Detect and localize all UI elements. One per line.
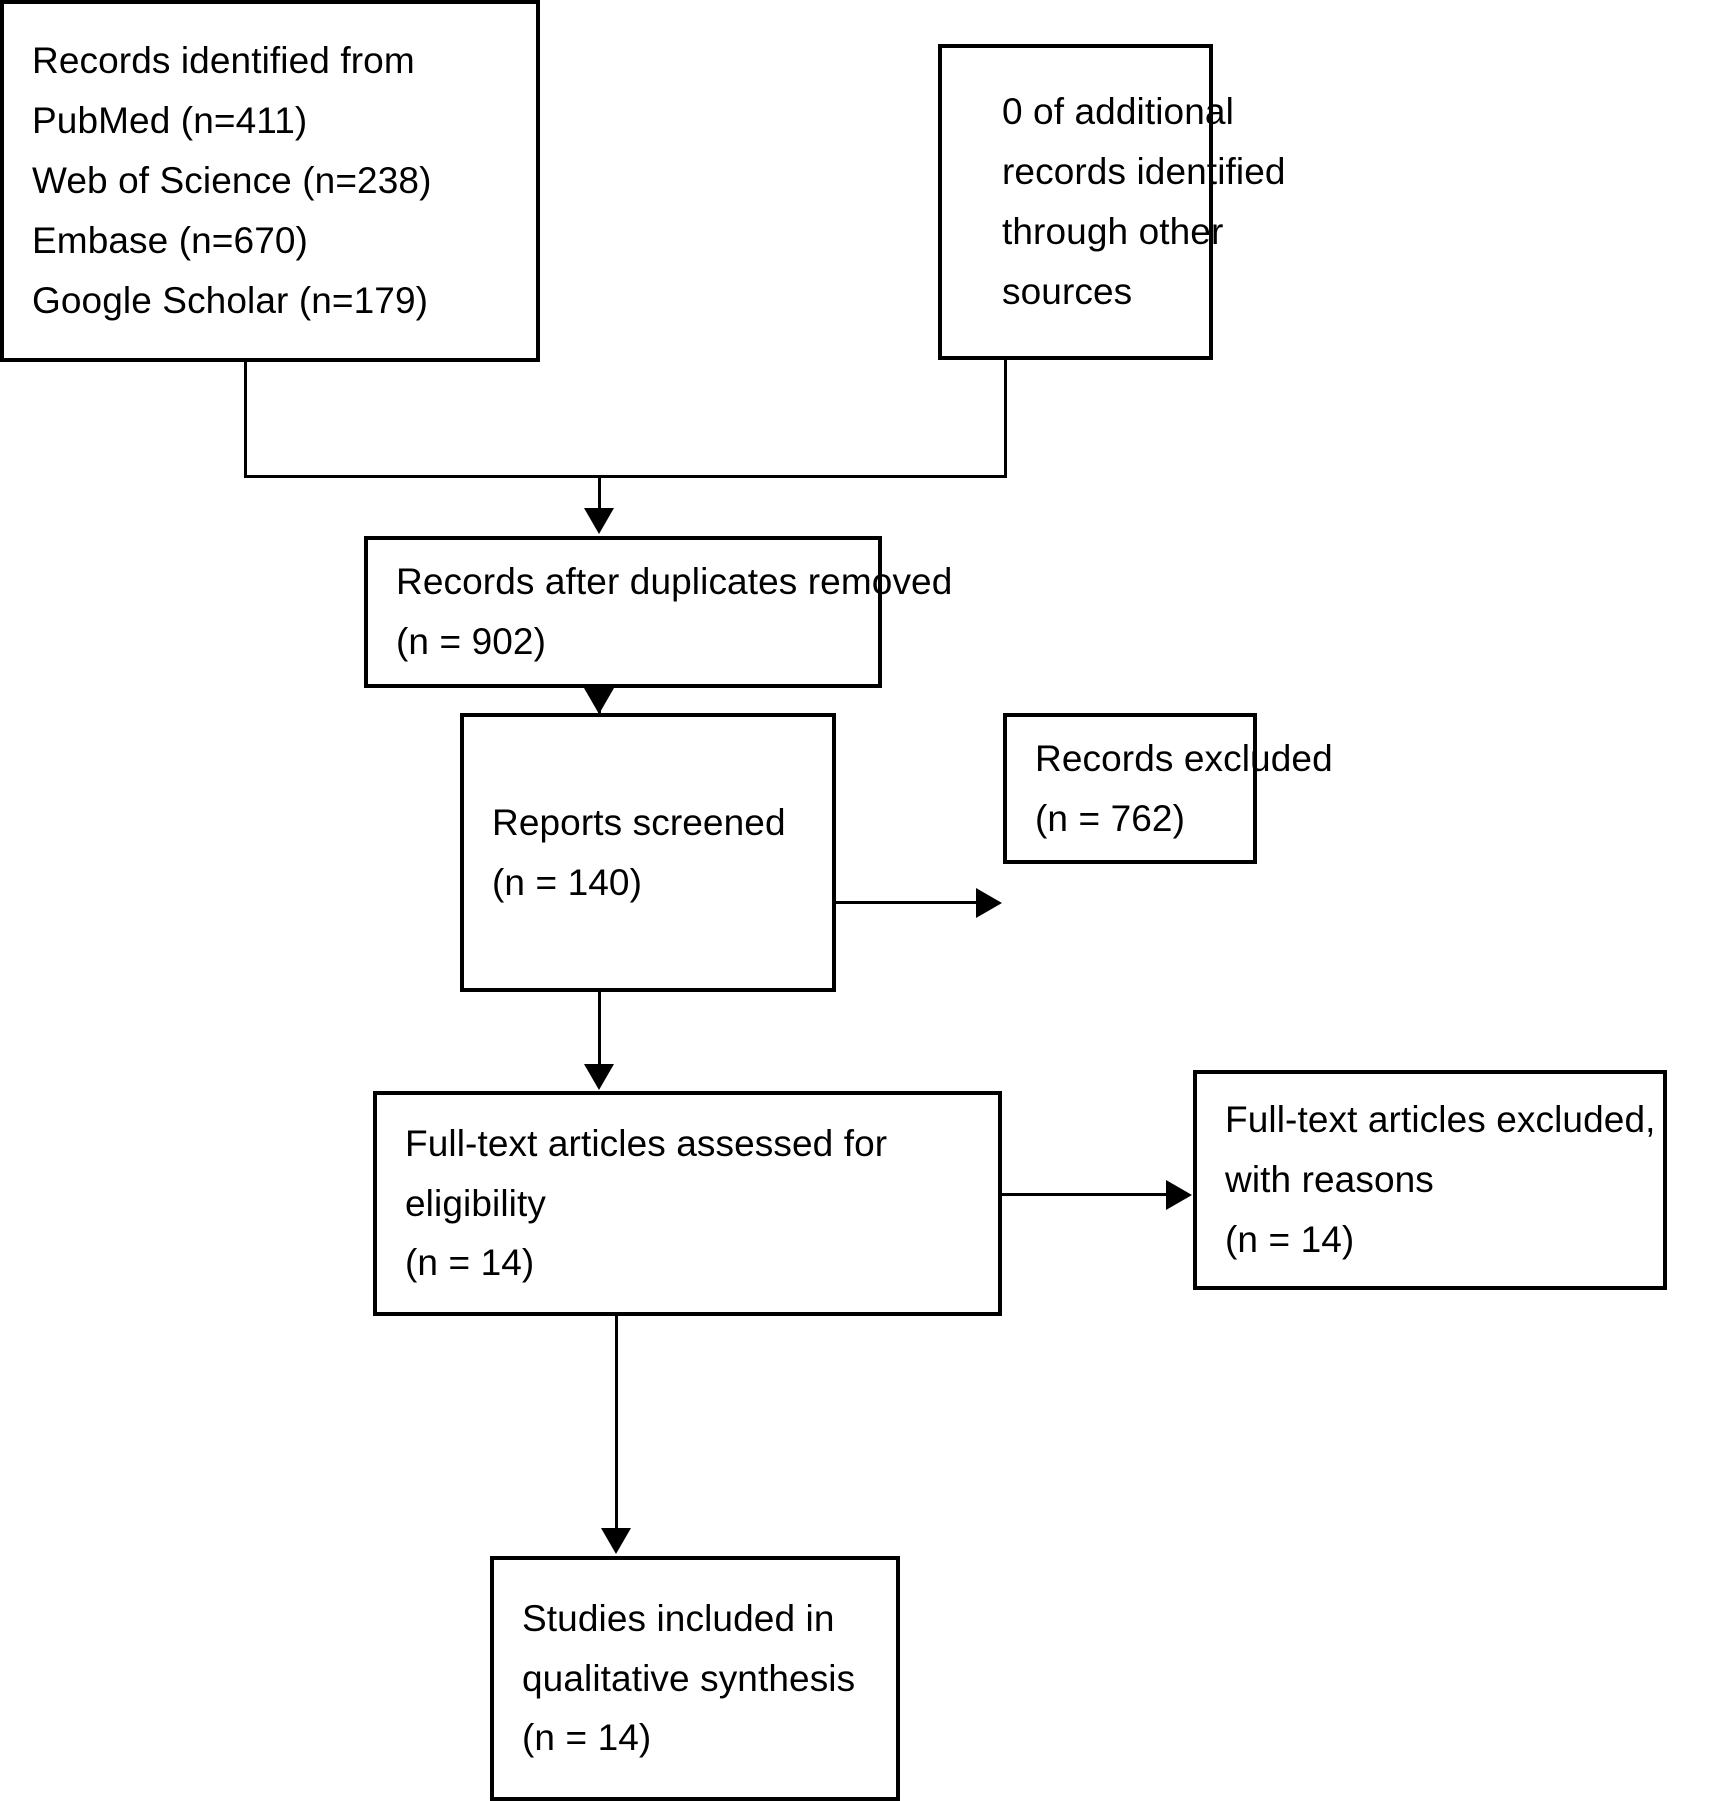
- arrow-down-icon: [584, 688, 614, 714]
- node-line: eligibility: [405, 1182, 546, 1224]
- connector-screened-to-fulltext: [598, 992, 601, 1066]
- node-line: sources: [1002, 270, 1133, 312]
- arrow-right-icon: [1166, 1180, 1192, 1210]
- connector-merge-horizontal: [244, 475, 1007, 478]
- node-additional-records-other-sources: 0 of additional records identified throu…: [938, 44, 1286, 360]
- node-line: (n = 14): [1225, 1218, 1355, 1260]
- node-line: PubMed (n=411): [32, 100, 308, 142]
- node-line: through other: [1002, 211, 1224, 252]
- node-line: Records identified from: [32, 40, 415, 82]
- connector-fulltext-to-excluded: [1002, 1193, 1168, 1196]
- connector-fulltext-to-included: [615, 1316, 618, 1529]
- node-line: (n = 14): [522, 1717, 652, 1759]
- node-records-identified-from-databases: Records identified from PubMed (n=411) W…: [0, 0, 540, 362]
- node-line: qualitative synthesis: [522, 1657, 856, 1699]
- node-line: Full-text articles excluded,: [1225, 1099, 1656, 1141]
- node-line: 0 of additional: [1002, 91, 1234, 133]
- node-line: Records after duplicates removed: [396, 561, 953, 603]
- arrow-right-icon: [976, 888, 1002, 918]
- node-line: (n = 762): [1035, 797, 1186, 839]
- node-reports-screened: Reports screened (n = 140): [460, 713, 836, 992]
- connector-line-from-other-sources-box: [1004, 360, 1007, 477]
- arrow-down-icon: [584, 1064, 614, 1090]
- connector-merge-stem: [598, 475, 601, 510]
- connector-line-from-databases-box: [244, 362, 247, 477]
- arrow-down-icon: [584, 508, 614, 534]
- node-fulltext-articles-assessed: Full-text articles assessed for eligibil…: [373, 1091, 1002, 1316]
- node-records-excluded: Records excluded (n = 762): [1003, 713, 1333, 864]
- node-line: Embase (n=670): [32, 219, 308, 261]
- node-line: Web of Science (n=238): [32, 160, 432, 202]
- node-line: Full-text articles assessed for: [405, 1122, 888, 1164]
- node-line: Studies included in: [522, 1597, 835, 1639]
- node-line: with reasons: [1225, 1159, 1434, 1201]
- node-line: Reports screened: [492, 801, 786, 843]
- node-line: (n = 902): [396, 621, 547, 662]
- node-line: Google Scholar (n=179): [32, 279, 429, 321]
- node-line: (n = 14): [405, 1242, 535, 1284]
- node-records-after-duplicates-removed: Records after duplicates removed (n = 90…: [364, 536, 953, 688]
- node-studies-included: Studies included in qualitative synthesi…: [490, 1556, 900, 1801]
- node-line: Records excluded: [1035, 737, 1333, 779]
- node-fulltext-articles-excluded: Full-text articles excluded, with reason…: [1193, 1070, 1667, 1290]
- node-line: records identified: [1002, 151, 1286, 193]
- connector-screened-to-excluded: [836, 901, 979, 904]
- node-line: (n = 140): [492, 861, 643, 903]
- arrow-down-icon: [601, 1528, 631, 1554]
